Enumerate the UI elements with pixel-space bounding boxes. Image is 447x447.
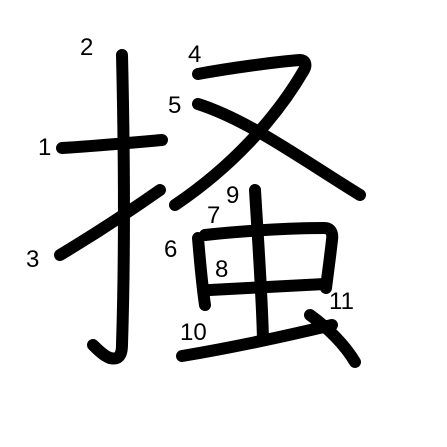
stroke-order-numbers: 1 2 3 4 5 6 7 8 9 10 11 bbox=[26, 34, 354, 346]
stroke-number-8: 8 bbox=[215, 256, 228, 283]
stroke-number-2: 2 bbox=[80, 34, 93, 61]
stroke-number-6: 6 bbox=[164, 236, 177, 263]
stroke-number-10: 10 bbox=[180, 319, 207, 346]
stroke-number-4: 4 bbox=[188, 41, 201, 68]
stroke-number-5: 5 bbox=[168, 92, 181, 119]
stroke-8 bbox=[204, 278, 331, 296]
stroke-number-11: 11 bbox=[329, 288, 354, 315]
stroke-number-9: 9 bbox=[226, 182, 239, 209]
stroke-11 bbox=[304, 309, 361, 368]
stroke-5 bbox=[192, 98, 366, 201]
stroke-3 bbox=[54, 184, 166, 261]
stroke-9 bbox=[249, 184, 269, 346]
stroke-number-7: 7 bbox=[207, 202, 220, 229]
character-strokes bbox=[54, 49, 366, 368]
stroke-number-3: 3 bbox=[26, 246, 39, 273]
stroke-1 bbox=[56, 134, 168, 154]
stroke-6 bbox=[192, 232, 211, 311]
stroke-10 bbox=[176, 319, 338, 362]
stroke-2 bbox=[87, 49, 130, 365]
stroke-number-1: 1 bbox=[38, 134, 51, 161]
stroke-4 bbox=[169, 54, 312, 211]
